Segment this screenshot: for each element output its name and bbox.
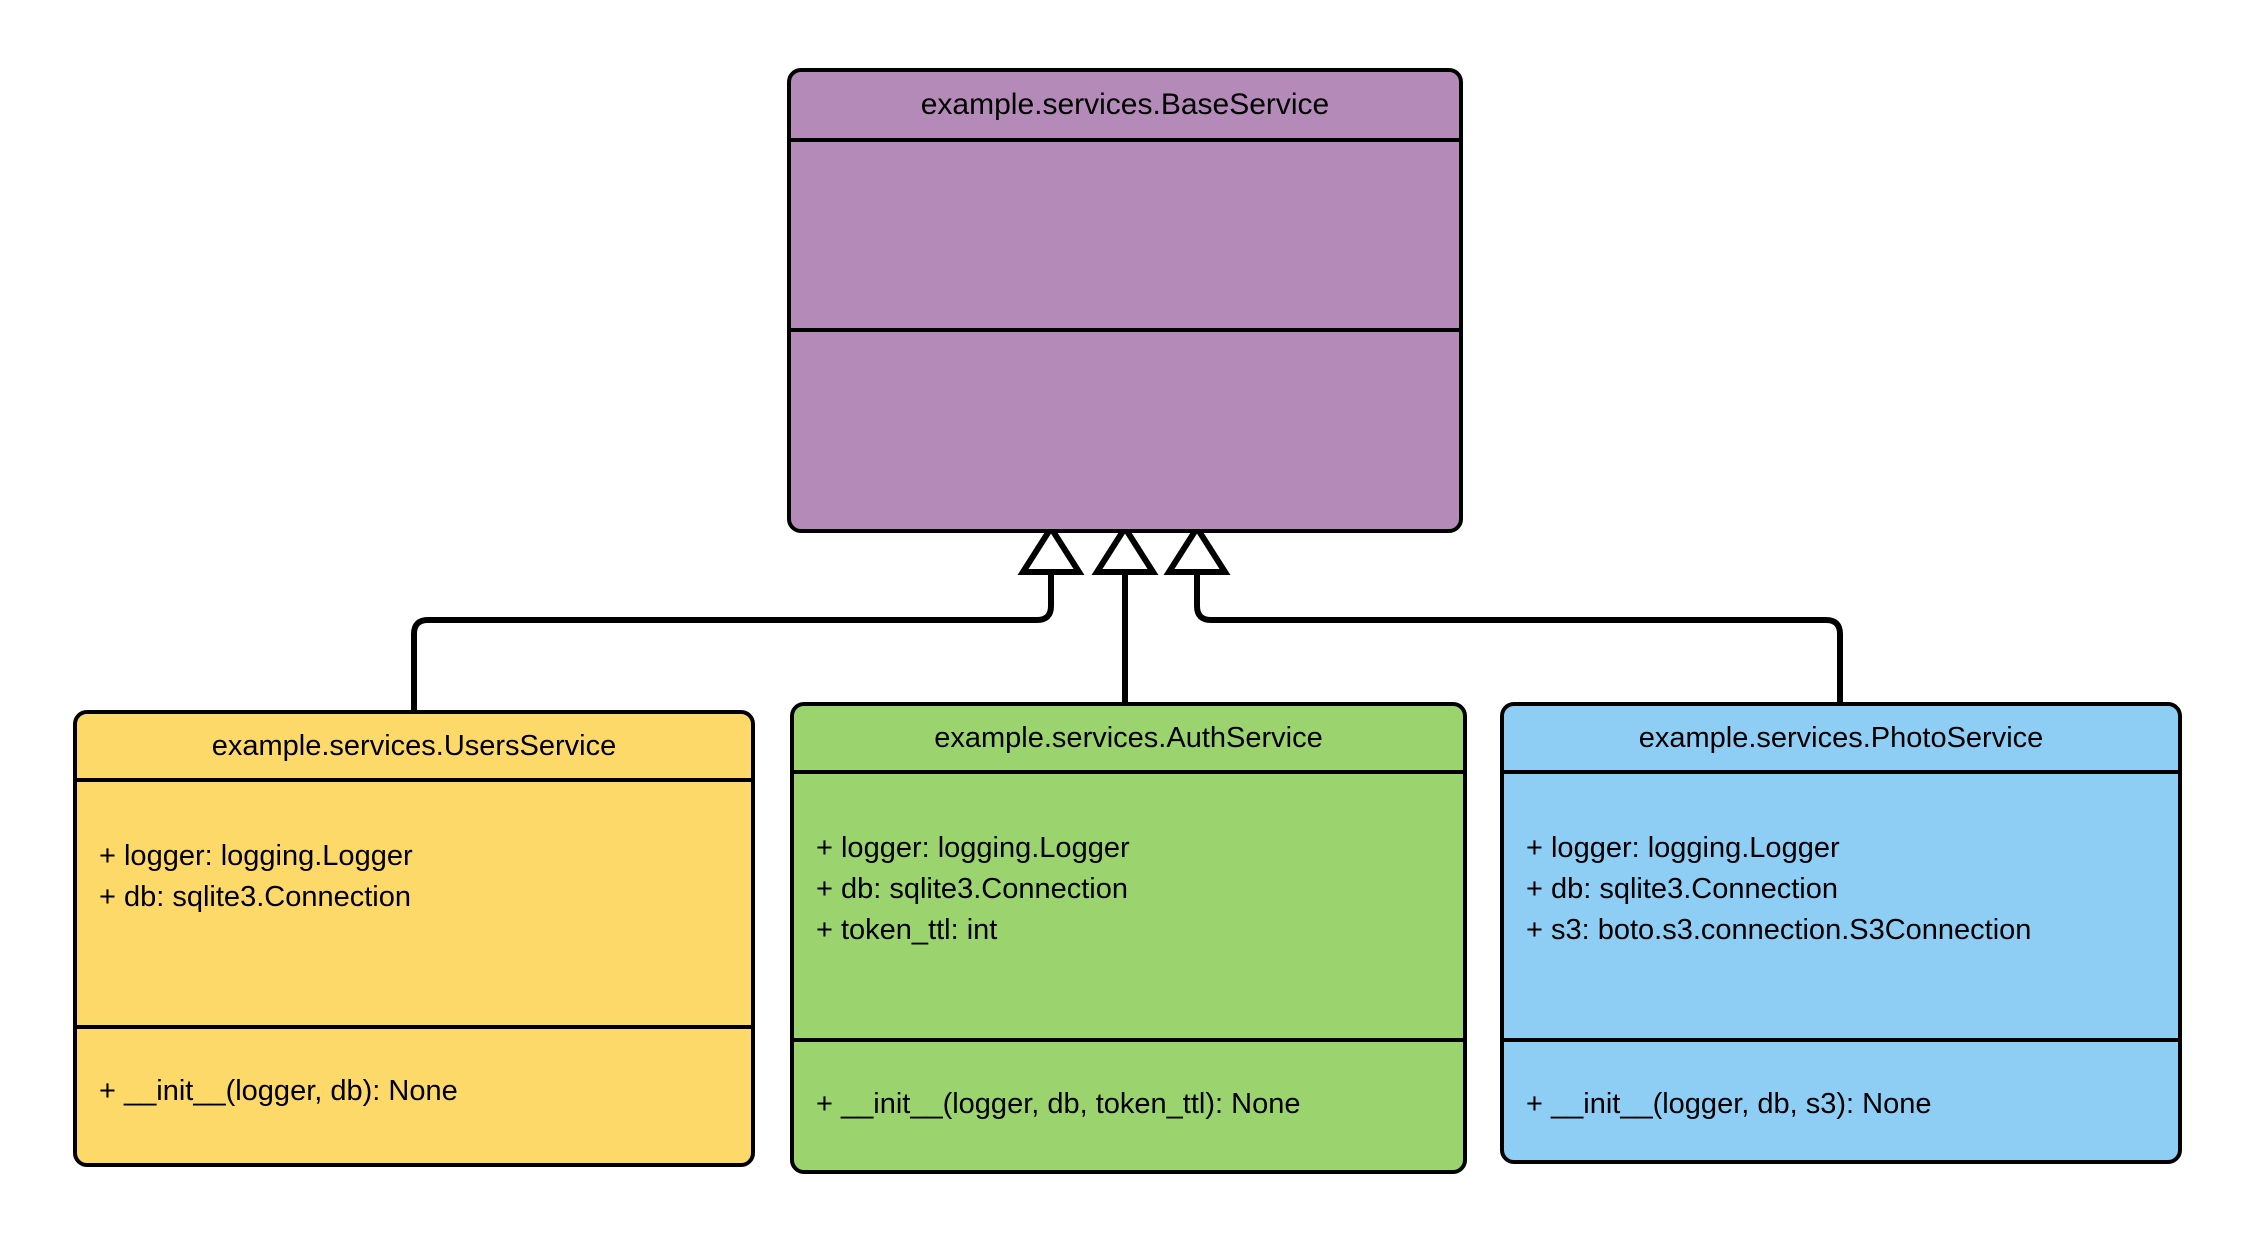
- class-separator: [794, 1038, 1463, 1042]
- class-title-baseservice: example.services.BaseService: [920, 88, 1330, 121]
- attributes-compartment-baseservice: [791, 142, 1459, 328]
- attribute-row: + db: sqlite3.Connection: [99, 881, 411, 913]
- class-box-baseservice[interactable]: example.services.BaseService: [787, 68, 1463, 533]
- method-row: + __init__(logger, db, token_ttl): None: [816, 1088, 1301, 1120]
- attributes-compartment-photoservice: + logger: logging.Logger + db: sqlite3.C…: [1504, 774, 2178, 1038]
- class-box-authservice[interactable]: example.services.AuthService + logger: l…: [790, 702, 1467, 1174]
- class-separator: [77, 778, 751, 782]
- methods-compartment-photoservice: + __init__(logger, db, s3): None: [1504, 1042, 2178, 1160]
- class-separator: [791, 328, 1459, 332]
- class-separator: [1504, 770, 2178, 774]
- edge-users-to-base: [411, 570, 1054, 710]
- attribute-row: + token_ttl: int: [816, 914, 998, 946]
- attribute-row: + s3: boto.s3.connection.S3Connection: [1526, 914, 2032, 946]
- generalization-arrowhead-auth: [1091, 522, 1159, 575]
- attribute-row: + db: sqlite3.Connection: [816, 873, 1128, 905]
- attributes-compartment-authservice: + logger: logging.Logger + db: sqlite3.C…: [794, 774, 1463, 1038]
- methods-compartment-usersservice: + __init__(logger, db): None: [77, 1029, 751, 1163]
- edge-photo-to-base: [1194, 570, 1843, 702]
- methods-compartment-authservice: + __init__(logger, db, token_ttl): None: [794, 1042, 1463, 1170]
- attribute-row: + db: sqlite3.Connection: [1526, 873, 1838, 905]
- class-title-usersservice: example.services.UsersService: [211, 729, 617, 762]
- attribute-row: + logger: logging.Logger: [816, 832, 1130, 864]
- class-separator: [791, 138, 1459, 142]
- class-box-photoservice[interactable]: example.services.PhotoService + logger: …: [1500, 702, 2182, 1164]
- class-separator: [794, 770, 1463, 774]
- method-row: + __init__(logger, db, s3): None: [1526, 1088, 1932, 1120]
- class-title-authservice: example.services.AuthService: [934, 721, 1323, 754]
- class-title-photoservice: example.services.PhotoService: [1638, 721, 2044, 754]
- attributes-compartment-usersservice: + logger: logging.Logger + db: sqlite3.C…: [77, 782, 751, 1025]
- class-separator: [77, 1025, 751, 1029]
- methods-compartment-baseservice: [791, 332, 1459, 529]
- class-separator: [1504, 1038, 2178, 1042]
- class-box-usersservice[interactable]: example.services.UsersService + logger: …: [73, 710, 755, 1167]
- attribute-row: + logger: logging.Logger: [1526, 832, 1840, 864]
- generalization-arrowhead-photo: [1163, 522, 1231, 575]
- generalization-arrowhead-users: [1017, 522, 1085, 575]
- method-row: + __init__(logger, db): None: [99, 1075, 458, 1107]
- attribute-row: + logger: logging.Logger: [99, 840, 413, 872]
